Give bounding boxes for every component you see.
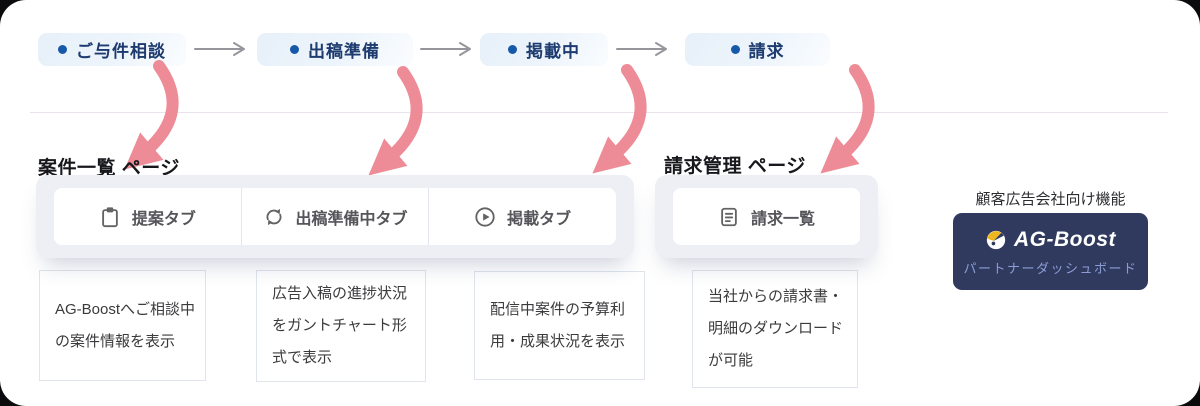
stage-dot-icon (290, 45, 299, 54)
description-line: 明細のダウンロード (708, 320, 844, 337)
tab-proposal[interactable]: 提案タブ (54, 188, 241, 245)
description-published: 配信中案件の予算利 用・成果状況を表示 (474, 271, 645, 380)
description-line: の案件情報を表示 (55, 332, 176, 350)
flow-stage-billing: 請求 (685, 33, 830, 66)
tab-label: 提案タブ (131, 210, 196, 228)
description-line: をガントチャート形 (272, 317, 407, 334)
stage-label: 請求 (748, 42, 785, 61)
tab-label: 請求一覧 (750, 210, 815, 228)
stage-label: 出稿準備 (308, 42, 380, 61)
brand-name: AG-Boost (1014, 228, 1116, 251)
case-list-card: 提案タブ 出稿準備中タブ 掲載タブ (36, 175, 634, 258)
divider-line (30, 112, 1168, 113)
partner-caption: 顧客広告会社向け機能 (975, 191, 1126, 208)
stage-dot-icon (508, 45, 517, 54)
document-icon (721, 207, 737, 226)
ag-boost-logo-icon (986, 230, 1006, 250)
stage-dot-icon (730, 45, 740, 54)
tab-invoice-list[interactable]: 請求一覧 (673, 188, 860, 245)
flow-arrow-icon (616, 42, 667, 56)
partner-subtitle: パートナーダッシュボード (963, 261, 1138, 276)
sync-icon (266, 208, 281, 225)
stage-label: 掲載中 (526, 42, 580, 61)
pink-curved-arrow-icon (592, 64, 647, 174)
tab-label: 出稿準備中タブ (295, 210, 408, 228)
description-line: AG-Boostへご相談中 (55, 300, 196, 318)
description-line: が可能 (708, 352, 754, 369)
flow-stage-consultation: ご与件相談 (38, 33, 186, 66)
description-invoice: 当社からの請求書・ 明細のダウンロード が可能 (692, 270, 858, 388)
description-line: 広告入稿の進捗状況 (272, 285, 408, 302)
description-line: 用・成果状況を表示 (490, 332, 626, 350)
flow-stage-publishing: 掲載中 (480, 33, 608, 66)
billing-tab-bar: 請求一覧 (673, 188, 860, 245)
tab-label: 掲載タブ (507, 210, 572, 228)
pink-curved-arrow-icon (820, 64, 875, 174)
stage-dot-icon (58, 45, 67, 54)
flow-arrow-icon (420, 42, 471, 56)
ag-boost-partner-card: AG-Boost パートナーダッシュボード (953, 213, 1148, 290)
description-line: 配信中案件の予算利 (490, 300, 626, 318)
billing-page-title: 請求管理 ページ (664, 156, 806, 177)
billing-card: 請求一覧 (655, 175, 878, 258)
case-list-tab-bar: 提案タブ 出稿準備中タブ 掲載タブ (54, 188, 616, 245)
flow-arrow-icon (194, 42, 245, 56)
tab-published[interactable]: 掲載タブ (428, 188, 616, 245)
description-line: 当社からの請求書・ (708, 288, 844, 305)
stage-label: ご与件相談 (76, 42, 166, 61)
tab-preparing[interactable]: 出稿準備中タブ (240, 188, 429, 245)
brand-row: AG-Boost (985, 228, 1116, 252)
description-preparing: 広告入稿の進捗状況 をガントチャート形 式で表示 (256, 270, 426, 382)
clipboard-icon (102, 206, 118, 227)
play-circle-icon (475, 206, 495, 227)
description-line: 式で表示 (272, 349, 333, 366)
pink-curved-arrow-icon (368, 66, 423, 176)
flow-stage-preparation: 出稿準備 (257, 33, 413, 66)
description-proposal: AG-Boostへご相談中 の案件情報を表示 (39, 270, 206, 381)
pink-curved-arrow-icon (124, 60, 179, 170)
